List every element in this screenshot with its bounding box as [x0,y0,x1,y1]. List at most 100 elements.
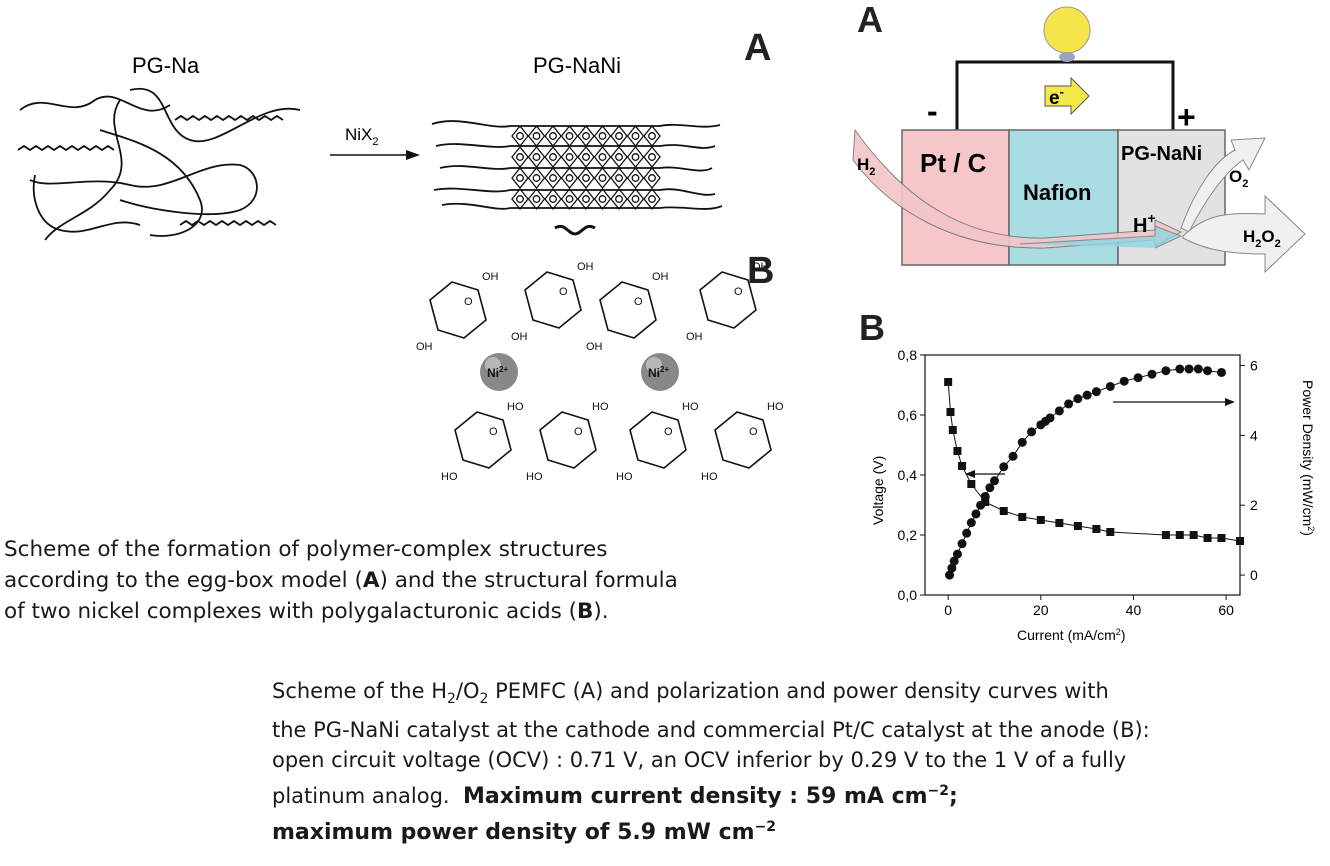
voltage-point [944,378,953,386]
y-left-tick-label: 0,6 [898,407,918,423]
hydroxyl-label: HO [616,471,633,483]
egg-box-cell [643,145,661,169]
power-point [999,462,1009,472]
ion-site [532,132,541,140]
structural-formula [429,271,772,469]
ion-site [615,174,623,182]
caption-right-line-4: platinum analog. Maximum current density… [272,782,958,809]
hplus-label: H+ [1133,210,1156,237]
cathode-label: PG-NaNi [1121,143,1202,165]
egg-box-cell [560,124,579,148]
caption-right-line-1: Scheme of the H2/O2 PEMFC (A) and polari… [272,679,1109,708]
left-scheme: PG-Na PG-NaNi A B NiX2 [0,0,840,520]
sugar-ring [454,411,512,469]
ion-site [582,132,590,140]
oxygen-label: O [664,426,673,438]
power-point [1147,369,1157,379]
reaction-reagent: NiX2 [345,125,379,148]
power-point [1184,364,1194,374]
voltage-point [953,447,962,455]
egg-box-cell [511,145,529,169]
power-point [1133,373,1143,383]
voltage-point [981,498,990,506]
egg-box-cell [544,145,562,169]
power-point [1073,394,1083,404]
h2-label: H2 [857,155,875,178]
sugar-ring [599,281,657,339]
oxygen-label: O [464,296,473,308]
egg-box-cell [610,124,628,148]
power-point [957,539,967,549]
hydroxyl-label: HO [701,471,718,483]
voltage-point [948,426,957,434]
terminal-minus: - [927,93,938,129]
pg-na-chains [17,87,301,241]
hydroxyl-label: OH [416,341,433,353]
o2-label: O2 [1229,167,1248,190]
egg-box-cell [511,124,529,148]
x-tick-label: 40 [1126,602,1142,618]
voltage-point [1161,531,1170,539]
panel-letter-a-left: A [744,27,771,69]
y-right-tick-label: 6 [1250,357,1258,373]
egg-box-cell [593,187,612,211]
fuel-cell-diagram: A - + e- Pt / C Nafion PG-NaNi H2 H+ O2 [845,0,1330,300]
oxygen-label: O [749,426,758,438]
svg-text:e-: e- [1049,84,1064,109]
power-point [945,570,955,580]
sugar-ring [539,411,597,469]
ion-site [565,132,574,140]
egg-box-cell [560,187,579,211]
reaction-arrow: NiX2 [330,125,420,160]
power-point [985,483,995,493]
sugar-ring [524,271,582,329]
ion-site [532,153,541,161]
power-point [1064,399,1074,409]
label-pg-nani: PG-NaNi [533,53,621,78]
egg-box-cell [593,145,612,169]
membrane-label: Nafion [1023,180,1091,205]
power-point [1008,451,1018,461]
voltage-point [958,462,967,470]
voltage-point [1055,519,1064,527]
ion-site [615,153,623,161]
y-left-tick-label: 0,0 [898,587,918,603]
ion-site [631,195,640,203]
hydroxyl-label: OH [511,331,528,343]
y-left-tick-label: 0,8 [898,347,918,363]
ion-site [631,132,640,140]
power-point [980,491,990,501]
oxygen-label: O [734,286,743,298]
ion-site [648,153,656,161]
series-line-1 [949,368,1222,576]
panel-letter-b-left: B [747,250,774,292]
voltage-point [946,408,955,416]
left-axis-arrow [965,470,1005,478]
egg-box-scheme: PG-Na PG-NaNi A B NiX2 [17,27,784,483]
ion-site [582,153,590,161]
ion-site [582,174,590,182]
egg-box-cell [626,166,645,190]
power-point [962,528,972,538]
power-point [1175,364,1185,374]
x-axis-label: Current (mA/cm2) [1017,627,1125,643]
egg-box-cell [560,145,579,169]
right-axis-arrow [1113,398,1235,406]
egg-box-cell [527,124,546,148]
y-left-tick-label: 0,2 [898,527,918,543]
sugar-ring [699,271,757,329]
ion-site [516,174,524,182]
caption-right: Scheme of the H2/O2 PEMFC (A) and polari… [272,676,1330,849]
ion-site [631,153,640,161]
ion-site [648,195,656,203]
egg-box-cell [560,166,579,190]
egg-box-cell [610,145,628,169]
power-point [1203,366,1213,376]
hydroxyl-label: OH [686,331,703,343]
y-left-label: Voltage (V) [870,456,886,525]
power-point [1027,427,1037,437]
ion-site [598,132,607,140]
ion-site [631,174,640,182]
power-point [952,549,962,559]
